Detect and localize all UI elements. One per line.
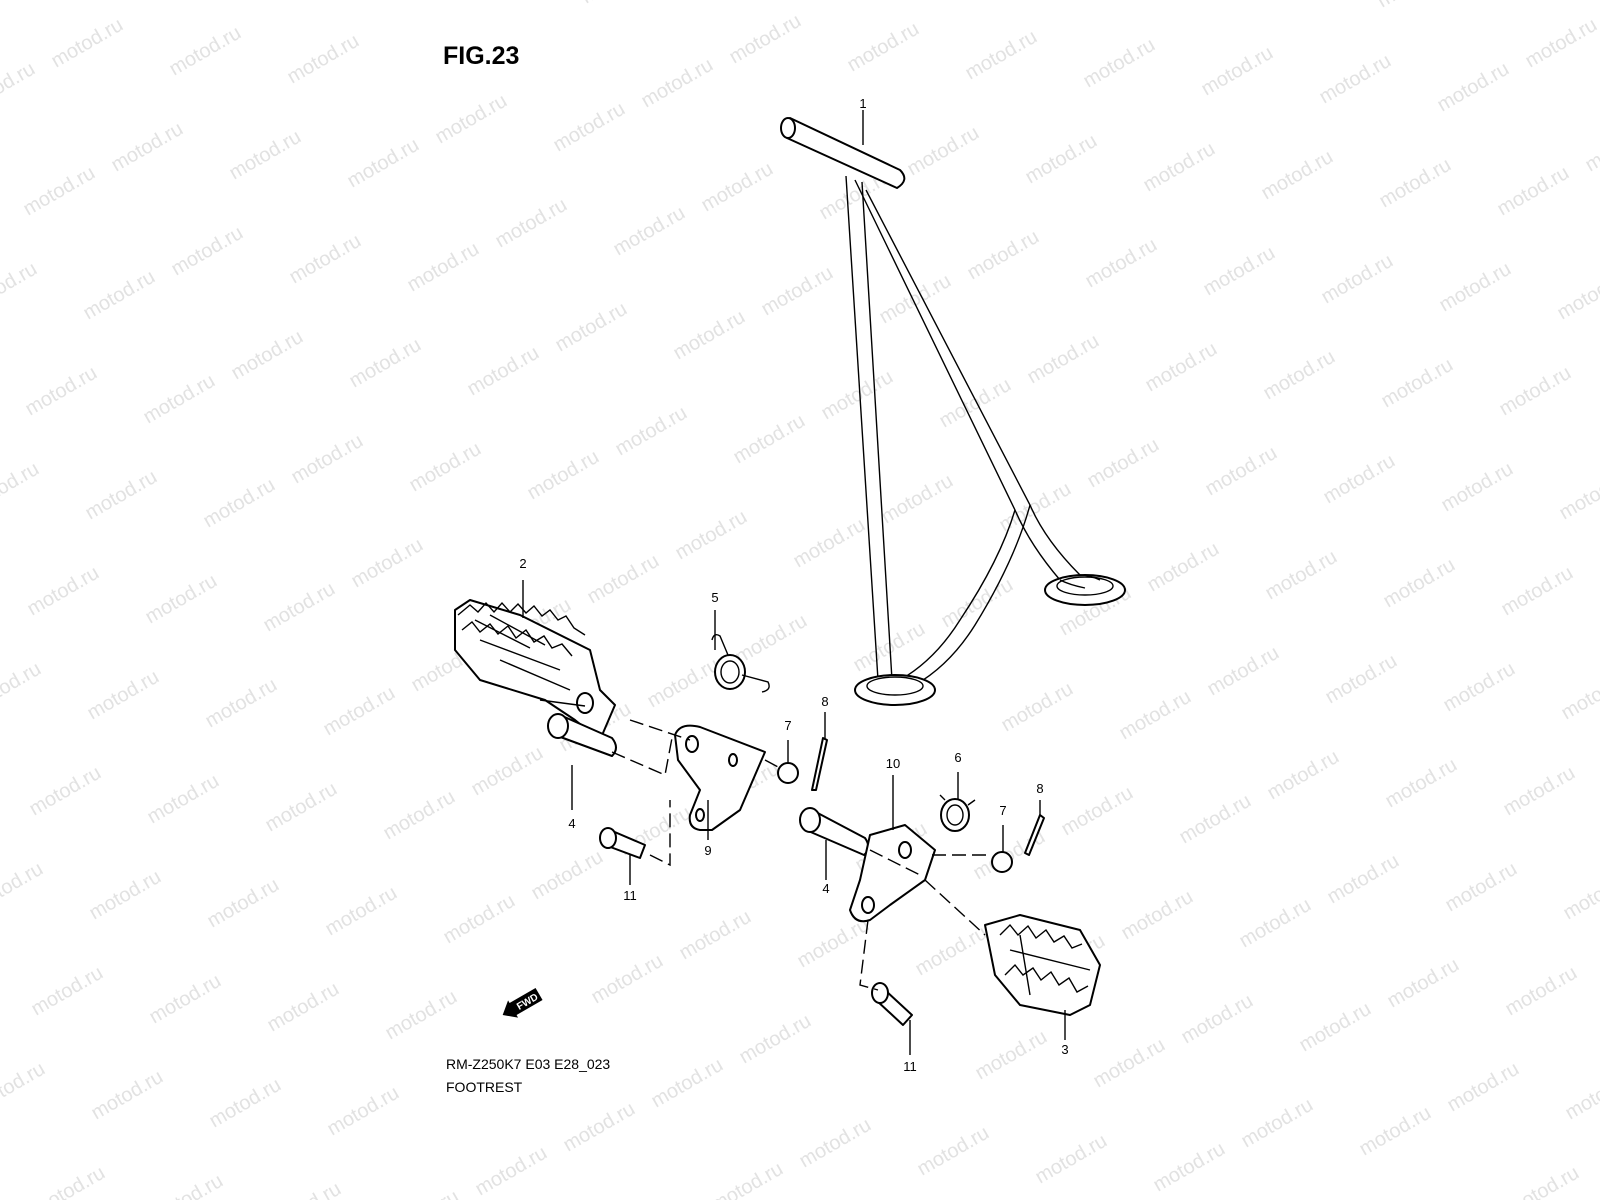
part-11-bolt-left (599, 827, 646, 859)
part-7-washer-right (991, 851, 1013, 873)
callout-2: 2 (519, 556, 526, 571)
part-2-left-footpeg (454, 599, 616, 741)
assembly-lines (611, 719, 990, 991)
callout-4-right: 4 (822, 881, 829, 896)
callout-7-left: 7 (784, 718, 791, 733)
callout-labels: 1 2 3 4 4 5 6 7 7 8 8 9 10 11 11 (519, 96, 1068, 1074)
part-7-washer-left (777, 762, 799, 784)
part-5-spring (711, 633, 770, 693)
fwd-arrow-icon: FWD (502, 987, 543, 1018)
callout-3: 3 (1061, 1042, 1068, 1057)
part-4-pin-left (547, 713, 617, 757)
part-3-right-footpeg (984, 914, 1101, 1016)
callout-7-right: 7 (999, 803, 1006, 818)
part-6-spring (939, 794, 976, 832)
callout-6: 6 (954, 750, 961, 765)
callout-9: 9 (704, 843, 711, 858)
callout-leaders (522, 110, 1066, 1055)
callout-4-left: 4 (568, 816, 575, 831)
figure-title: FIG.23 (443, 42, 520, 70)
part-4-pin-right (799, 807, 870, 856)
part-9-bracket (674, 724, 766, 831)
part-8-cotter-pin-right (1024, 814, 1045, 856)
fwd-label: FWD (515, 992, 540, 1013)
callout-10: 10 (886, 756, 900, 771)
callout-8-right: 8 (1036, 781, 1043, 796)
part-1-stand (780, 117, 1126, 706)
part-10-bracket (849, 824, 936, 923)
part-11-bolt-right (871, 982, 913, 1026)
callout-5: 5 (711, 590, 718, 605)
part-8-cotter-pin-left (811, 737, 828, 791)
section-name: FOOTREST (446, 1079, 523, 1095)
callout-11-right: 11 (903, 1059, 917, 1074)
model-code: RM-Z250K7 E03 E28_023 (446, 1056, 611, 1072)
callout-1: 1 (859, 96, 866, 111)
callout-8-left: 8 (821, 694, 828, 709)
callout-11-left: 11 (623, 888, 637, 903)
